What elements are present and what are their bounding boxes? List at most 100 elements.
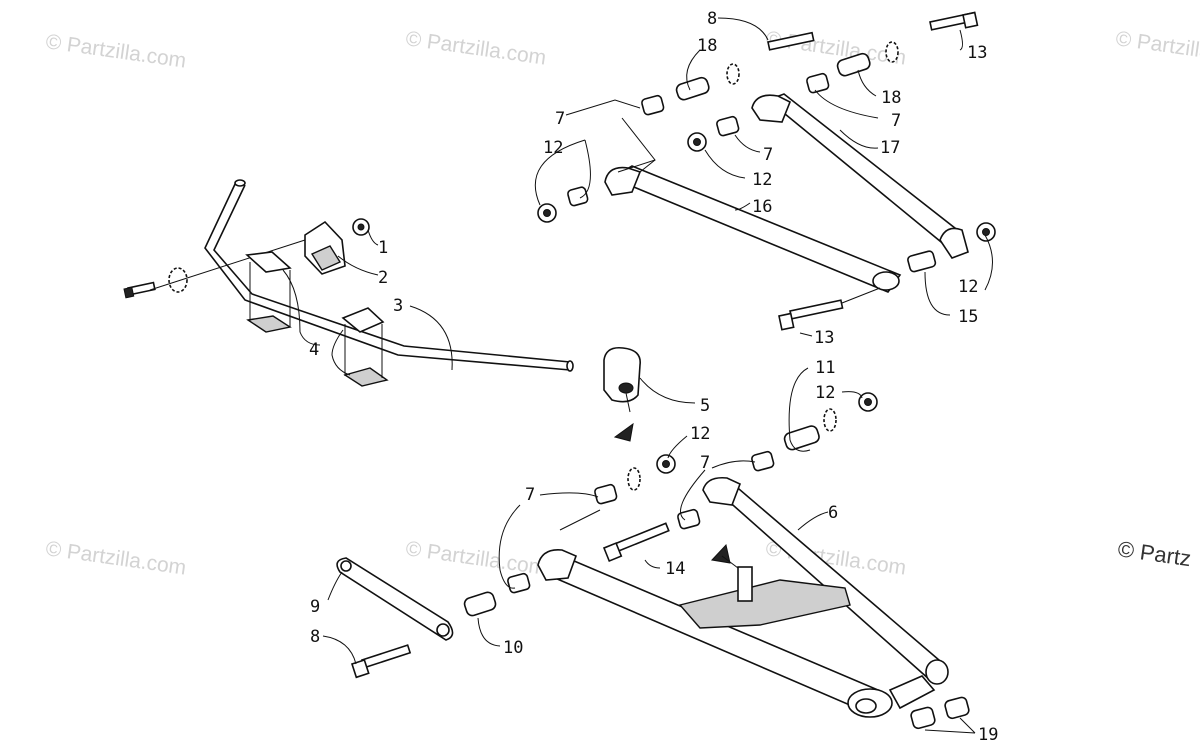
link-plate: [336, 557, 454, 641]
nut-hole: [982, 228, 990, 236]
washer: [823, 408, 837, 432]
callout-7: 7: [525, 485, 535, 505]
callout-15: 15: [958, 307, 978, 327]
bushing: [245, 251, 292, 273]
bushing: [507, 572, 531, 594]
assembly-line: [639, 159, 656, 173]
shock-mount-post: [737, 566, 753, 602]
bushing: [341, 307, 385, 333]
watermark: © Partzilla.com: [404, 537, 547, 579]
link-hole: [436, 623, 450, 637]
shock-mount-plate: [678, 579, 851, 629]
leader-13b: [799, 332, 813, 337]
nut-hole: [864, 398, 872, 406]
callout-13: 13: [814, 328, 834, 348]
arm-pivot: [939, 227, 969, 259]
leader-10: [477, 617, 501, 647]
callout-9: 9: [310, 597, 320, 617]
callout-18: 18: [881, 88, 901, 108]
leader-17: [839, 129, 879, 149]
bar-end: [234, 179, 246, 187]
leader-12b: [704, 149, 746, 179]
upper-a-arm-assembly: [537, 11, 996, 331]
arm-pivot: [537, 548, 578, 581]
lower-a-arm-assembly: [336, 392, 970, 730]
assembly-line: [625, 392, 631, 413]
callout-16: 16: [752, 197, 772, 217]
assembly-line: [149, 239, 306, 291]
bolt-head: [123, 286, 135, 299]
leader-11: [788, 367, 811, 452]
callout-8: 8: [310, 627, 320, 647]
watermark: © Partzilla.com: [44, 537, 187, 579]
leader-5: [639, 377, 696, 404]
callout-7: 7: [555, 109, 565, 129]
leader-lines: [282, 17, 993, 734]
watermark: © Partzilla.com: [404, 27, 547, 69]
leader-3: [409, 305, 453, 371]
callout-18: 18: [697, 36, 717, 56]
leader-12d: [841, 391, 863, 399]
bushing: [594, 483, 618, 505]
callout-12: 12: [690, 424, 710, 444]
assembly-line: [841, 287, 881, 304]
bolt: [767, 31, 815, 51]
callout-12: 12: [752, 170, 772, 190]
leader-8: [717, 17, 769, 41]
callout-11: 11: [815, 358, 835, 378]
leader-7f: [498, 492, 601, 589]
leader-7-12-upper: [534, 99, 656, 206]
ball-joint: [855, 698, 877, 714]
link-end-hole: [618, 382, 634, 394]
callout-17: 17: [880, 138, 900, 158]
callout-7: 7: [763, 145, 773, 165]
callout-19: 19: [978, 725, 998, 745]
leader-4b: [331, 329, 351, 376]
arm-pivot: [925, 659, 949, 685]
leader-9: [327, 571, 343, 601]
bushing: [907, 250, 937, 273]
leader-7c: [734, 134, 761, 153]
nut-hole: [543, 209, 551, 217]
bushing: [567, 186, 589, 207]
callout-12: 12: [543, 138, 563, 158]
link-end: [603, 346, 641, 403]
arm-pivot: [751, 94, 792, 123]
watermark-layer: © Partzilla.com © Partzilla.com © Partzi…: [44, 27, 1200, 579]
assembly-line: [721, 555, 739, 569]
leader-1: [367, 229, 379, 246]
bolt: [610, 522, 670, 554]
clamp-inner: [310, 245, 342, 271]
link-hole: [340, 560, 352, 572]
bushing: [716, 115, 740, 137]
sleeve: [836, 52, 871, 77]
stabilizer-bar-edge: [213, 184, 571, 363]
ball-joint-stud: [888, 675, 936, 710]
callout-13: 13: [967, 43, 987, 63]
watermark: © Partzilla.com: [44, 30, 187, 72]
callout-14: 14: [665, 559, 685, 579]
upper-arm-tube: [766, 93, 962, 248]
bolt-head: [778, 312, 795, 331]
leader-4a: [282, 269, 321, 346]
watermark: © Partzilla.com: [764, 27, 907, 69]
arm-ball-joint: [872, 271, 900, 291]
bushing: [806, 72, 830, 94]
bushing: [751, 450, 775, 472]
washer: [726, 63, 740, 85]
arm-pivot: [702, 476, 742, 506]
bar-end: [566, 360, 574, 372]
leader-18a: [686, 49, 701, 91]
washer: [168, 267, 188, 293]
callout-10: 10: [503, 638, 523, 658]
callout-1: 1: [378, 238, 388, 258]
leader-12e: [667, 435, 688, 459]
bushing: [910, 706, 936, 730]
callout-7: 7: [700, 453, 710, 473]
bushing: [944, 696, 970, 720]
leader-2: [337, 255, 379, 276]
sleeve: [675, 76, 710, 101]
bushing: [641, 94, 665, 116]
leader-7b: [814, 89, 879, 119]
